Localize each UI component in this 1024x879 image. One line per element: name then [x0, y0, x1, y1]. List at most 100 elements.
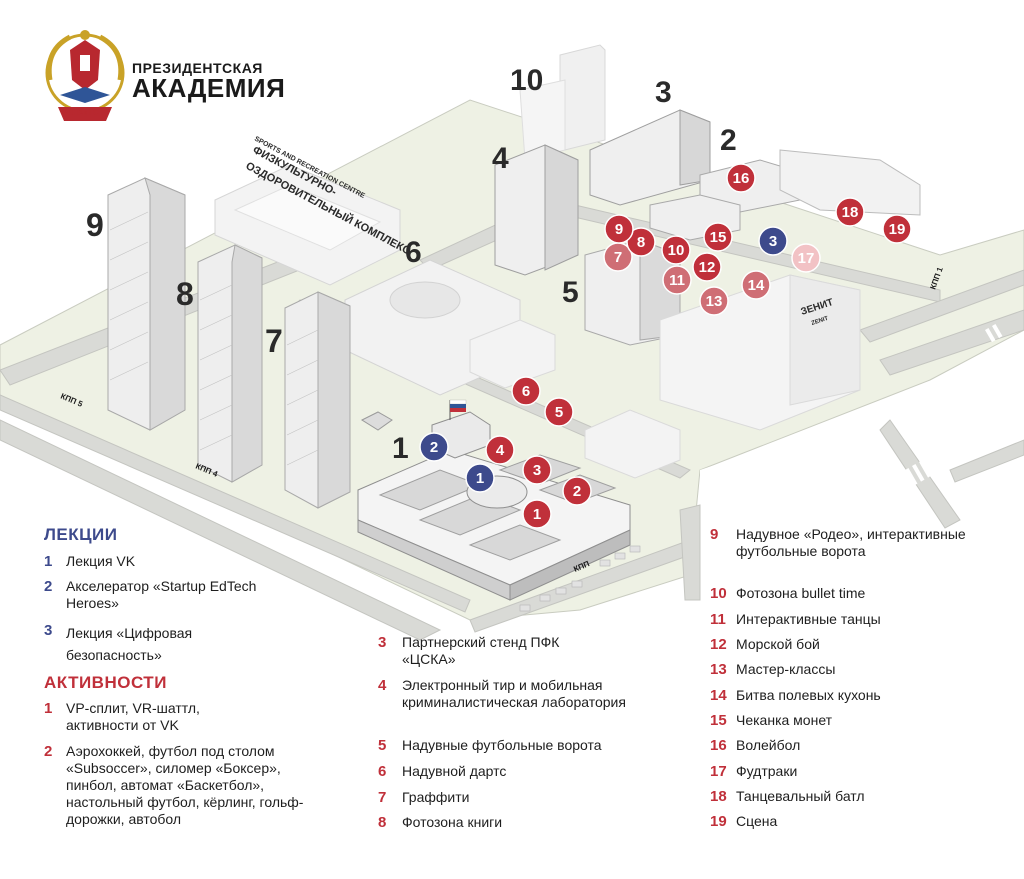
lecture-text: Лекция VK [66, 553, 136, 569]
marker-red-5[interactable]: 5 [544, 397, 574, 427]
activity-num: 8 [378, 814, 387, 831]
marker-label: 11 [669, 272, 685, 289]
marker-circle[interactable] [562, 476, 592, 506]
marker-red-18[interactable]: 18 [835, 197, 865, 227]
tower-9 [107, 177, 186, 431]
marker-label: 2 [430, 439, 438, 456]
marker-circle[interactable] [699, 286, 729, 316]
marker-circle[interactable] [741, 270, 771, 300]
marker-circle[interactable] [522, 499, 552, 529]
activity-num: 1 [44, 700, 53, 717]
marker-label: 8 [637, 234, 645, 251]
parking-cars [519, 545, 641, 612]
activity-text: Надувные футбольные ворота [402, 737, 602, 753]
marker-label: 1 [533, 506, 541, 523]
marker-label: 15 [710, 229, 727, 246]
marker-red-12[interactable]: 12 [692, 252, 722, 282]
building-numbers: 1 2 3 4 5 6 7 8 9 10 [86, 64, 737, 465]
marker-red-15[interactable]: 15 [703, 222, 733, 252]
building-number-3: 3 [655, 76, 672, 109]
marker-circle[interactable] [522, 455, 552, 485]
marker-label: 7 [614, 249, 622, 266]
marker-circle[interactable] [604, 214, 634, 244]
logo-line-1: ПРЕЗИДЕНТСКАЯ [132, 60, 263, 76]
marker-circle[interactable] [419, 432, 449, 462]
marker-label: 1 [476, 470, 484, 487]
activity-num: 5 [378, 737, 387, 754]
lecture-num: 1 [44, 553, 53, 570]
activity-num: 15 [710, 712, 727, 729]
marker-circle[interactable] [544, 397, 574, 427]
activity-num: 3 [378, 634, 387, 651]
marker-circle[interactable] [758, 226, 788, 256]
activity-text: Аэрохоккей, футбол под столом «Subsoccer… [66, 743, 304, 827]
building-number-6: 6 [405, 236, 422, 269]
activity-num: 12 [710, 636, 727, 653]
marker-circle[interactable] [511, 376, 541, 406]
marker-circle[interactable] [835, 197, 865, 227]
marker-circle[interactable] [626, 227, 656, 257]
marker-circle[interactable] [882, 214, 912, 244]
building-number-5: 5 [562, 276, 579, 309]
activity-num: 13 [710, 661, 727, 678]
building-4 [494, 144, 579, 276]
marker-label: 13 [706, 293, 723, 310]
marker-faded-11[interactable]: 11 [662, 265, 692, 295]
marker-circle[interactable] [703, 222, 733, 252]
marker-red-10[interactable]: 10 [661, 235, 691, 265]
marker-label: 6 [522, 383, 530, 400]
activity-text: Волейбол [736, 737, 801, 753]
activity-text: Надувной дартс [402, 763, 507, 779]
activity-text: Фотозона книги [402, 814, 503, 830]
marker-faded-13[interactable]: 13 [699, 286, 729, 316]
marker-pale-17[interactable]: 17 [791, 243, 821, 273]
activity-num: 17 [710, 763, 727, 780]
marker-blue-2[interactable]: 2 [419, 432, 449, 462]
marker-red-9[interactable]: 9 [604, 214, 634, 244]
activities-title: АКТИВНОСТИ [44, 673, 167, 692]
marker-circle[interactable] [661, 235, 691, 265]
building-number-10: 10 [510, 64, 543, 97]
building-number-1: 1 [392, 432, 409, 465]
building-number-7: 7 [265, 323, 283, 359]
marker-blue-1[interactable]: 1 [465, 463, 495, 493]
marker-red-19[interactable]: 19 [882, 214, 912, 244]
activity-text: Надувное «Родео», интерактивные футбольн… [736, 526, 966, 559]
marker-faded-14[interactable]: 14 [741, 270, 771, 300]
building-number-8: 8 [176, 276, 194, 312]
marker-label: 10 [668, 242, 685, 259]
marker-red-4[interactable]: 4 [485, 435, 515, 465]
marker-blue-3[interactable]: 3 [758, 226, 788, 256]
building-number-9: 9 [86, 207, 104, 243]
marker-label: 19 [889, 221, 906, 238]
marker-red-6[interactable]: 6 [511, 376, 541, 406]
misc-buildings [469, 319, 681, 479]
marker-label: 3 [533, 462, 541, 479]
sports-complex-building [214, 164, 401, 286]
activity-text: Танцевальный батл [736, 788, 865, 804]
map-crosswalks [905, 324, 1003, 486]
zenit-en-label: ZENIT [811, 316, 830, 327]
marker-circle[interactable] [791, 243, 821, 273]
activity-num: 19 [710, 813, 727, 830]
marker-red-16[interactable]: 16 [726, 163, 756, 193]
marker-circle[interactable] [485, 435, 515, 465]
marker-circle[interactable] [662, 265, 692, 295]
building-10 [519, 44, 606, 161]
activity-text: Интерактивные танцы [736, 611, 881, 627]
building-number-2: 2 [720, 124, 737, 157]
activity-text: Сцена [736, 813, 778, 829]
marker-red-8[interactable]: 8 [626, 227, 656, 257]
marker-circle[interactable] [726, 163, 756, 193]
activity-num: 7 [378, 789, 387, 806]
marker-circle[interactable] [465, 463, 495, 493]
activity-text: Битва полевых кухонь [736, 687, 881, 703]
marker-circle[interactable] [692, 252, 722, 282]
marker-red-3[interactable]: 3 [522, 455, 552, 485]
activity-text: Электронный тир и мобильная криминалисти… [402, 677, 626, 710]
marker-red-1[interactable]: 1 [522, 499, 552, 529]
marker-label: 14 [748, 277, 765, 294]
marker-red-2[interactable]: 2 [562, 476, 592, 506]
lecture-text: Акселератор «Startup EdTech Heroes» [66, 578, 257, 611]
marker-label: 12 [699, 259, 716, 276]
